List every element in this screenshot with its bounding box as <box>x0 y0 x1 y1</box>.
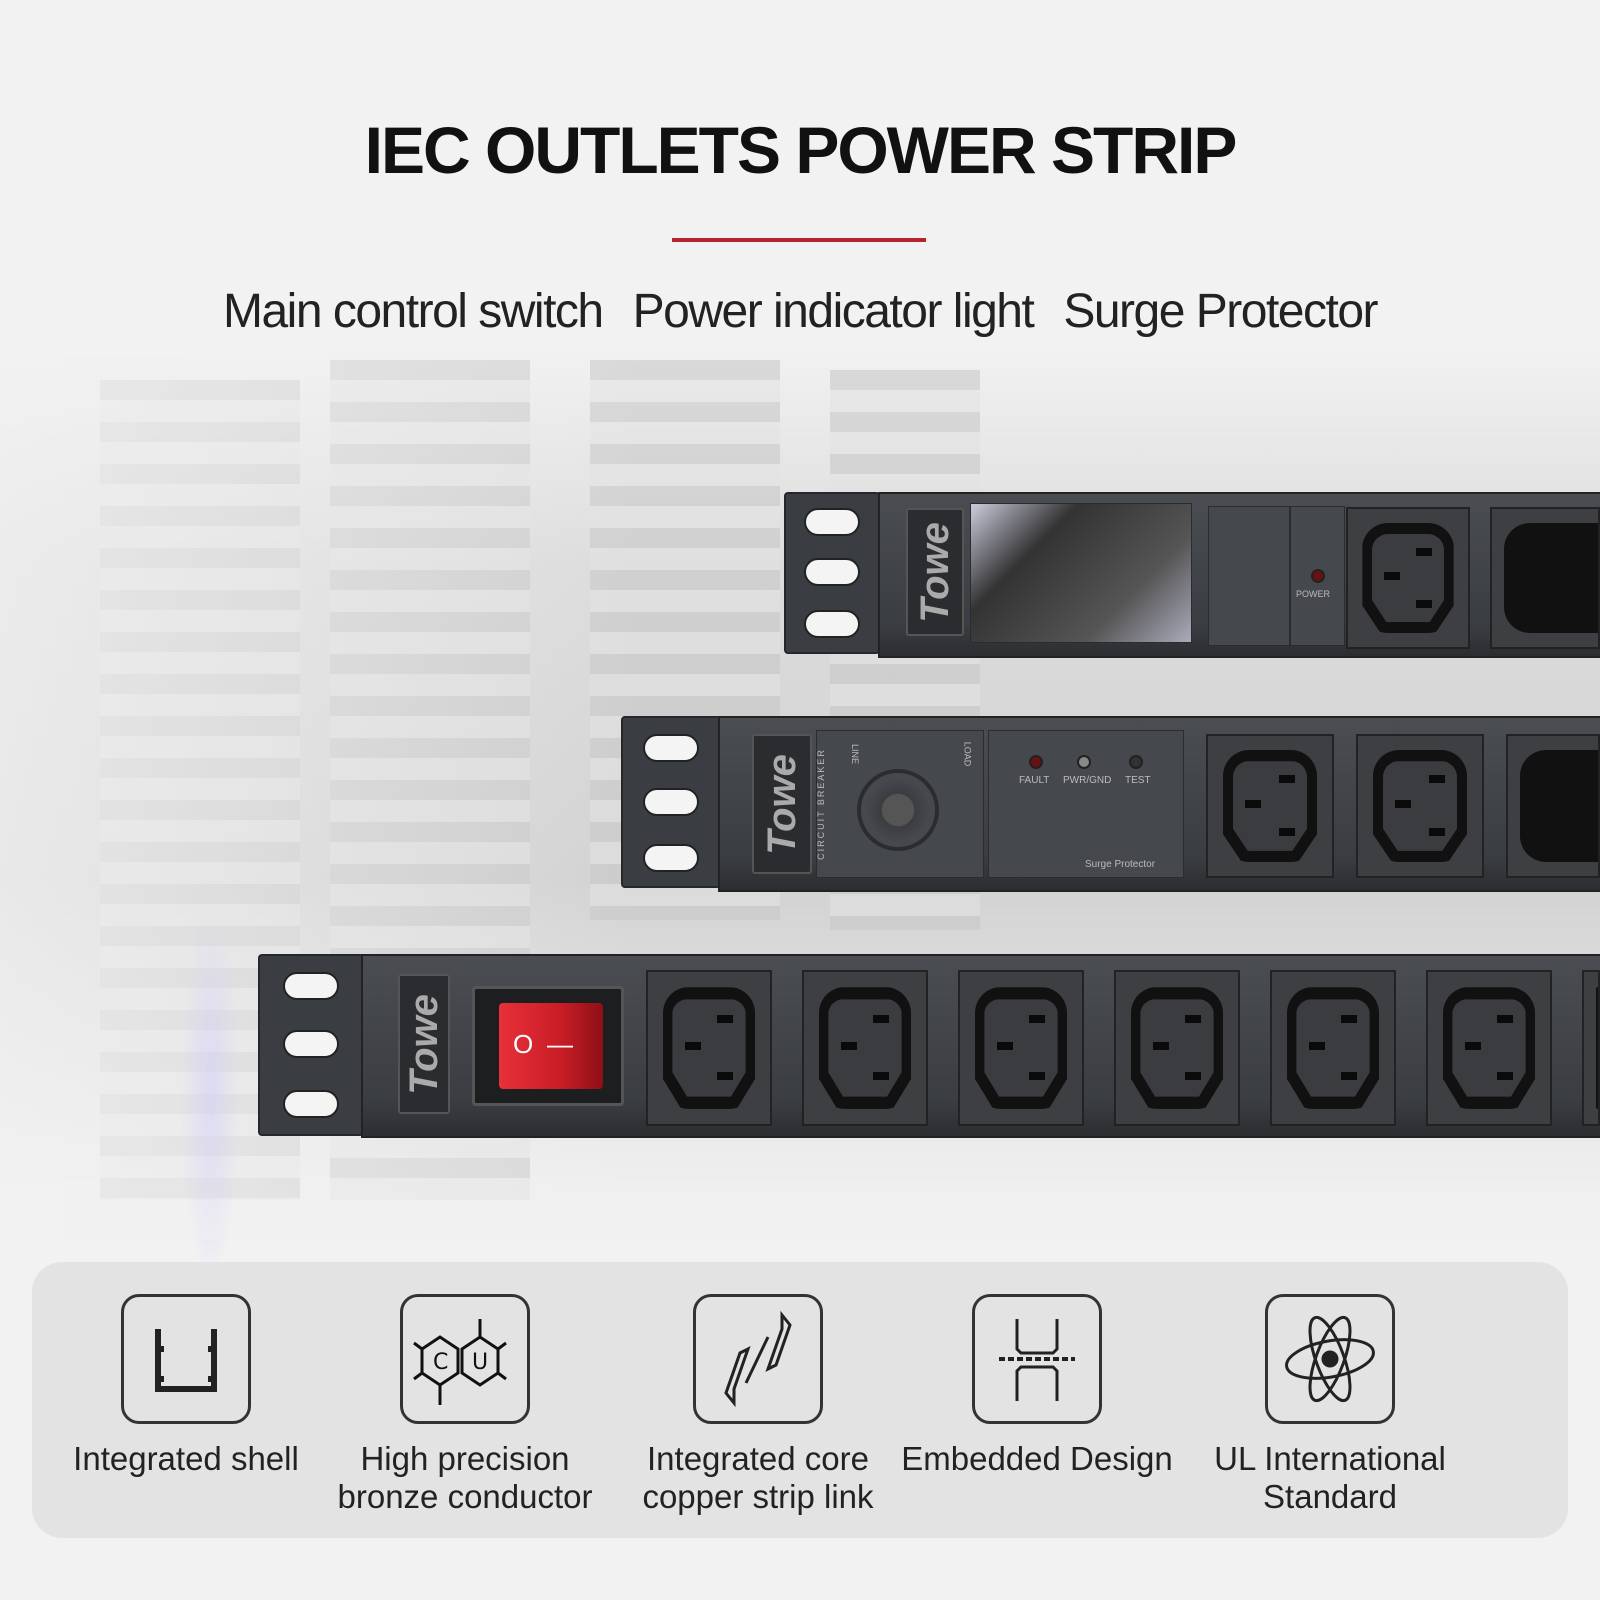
page-title: IEC OUTLETS POWER STRIP <box>364 113 1238 187</box>
test-led <box>1129 755 1143 769</box>
iec-c13-outlet[interactable] <box>1114 970 1240 1126</box>
reset-button[interactable] <box>857 769 939 851</box>
embedded-icon <box>972 1294 1102 1424</box>
iec-c13-outlet[interactable] <box>1346 507 1470 649</box>
switch-on-mark: — <box>547 1029 573 1059</box>
mounting-bracket <box>258 954 364 1136</box>
surge-protector-panel: FAULT PWR/GND TEST Surge Protector <box>988 730 1184 878</box>
pwr-gnd-led <box>1077 755 1091 769</box>
brand-logo: Towe <box>752 734 812 874</box>
iec-c13-outlet[interactable] <box>1582 970 1600 1126</box>
iec-c13-outlet[interactable] <box>1270 970 1396 1126</box>
subtitle-indicator: Power indicator light <box>632 285 1035 338</box>
feature-label: Embedded Design <box>901 1440 1173 1477</box>
subtitle-surge: Surge Protector <box>1063 285 1378 338</box>
feature-item: Embedded Design <box>897 1294 1177 1478</box>
switch-off-mark: O <box>513 1029 534 1059</box>
iec-c13-outlet[interactable] <box>958 970 1084 1126</box>
brand-logo: Towe <box>398 974 450 1114</box>
iec-c13-outlet[interactable] <box>1356 734 1484 878</box>
iec-c13-outlet[interactable] <box>802 970 928 1126</box>
feature-item: Integrated shell <box>46 1294 326 1478</box>
mounting-bracket <box>621 716 721 888</box>
feature-item: UL International Standard <box>1190 1294 1470 1516</box>
mounting-bracket <box>784 492 880 654</box>
svg-text:U: U <box>472 1350 488 1375</box>
iec-c13-outlet[interactable] <box>1490 507 1600 649</box>
brand-logo: Towe <box>906 508 964 636</box>
fault-led <box>1029 755 1043 769</box>
link-icon <box>693 1294 823 1424</box>
atom-icon <box>1265 1294 1395 1424</box>
main-control-switch[interactable]: O — <box>472 986 624 1106</box>
iec-c13-outlet[interactable] <box>1206 734 1334 878</box>
circuit-breaker[interactable]: CIRCUIT BREAKER LINE LOAD <box>816 730 984 878</box>
shell-profile-icon <box>121 1294 251 1424</box>
iec-c13-outlet[interactable] <box>646 970 772 1126</box>
title-divider <box>672 238 926 242</box>
feature-label: Integrated core copper strip link <box>642 1440 874 1515</box>
power-indicator-panel: POWER <box>1290 506 1345 646</box>
subtitle-row: Main control switch Power indicator ligh… <box>0 284 1600 339</box>
feature-label: High precision bronze conductor <box>337 1440 593 1515</box>
iec-c13-outlet[interactable] <box>1426 970 1552 1126</box>
terminal-cover <box>970 503 1192 643</box>
iec-c13-outlet[interactable] <box>1506 734 1600 878</box>
feature-label: Integrated shell <box>73 1440 299 1477</box>
feature-label: UL International Standard <box>1214 1440 1446 1515</box>
svg-text:C: C <box>433 1350 448 1375</box>
feature-item: Integrated core copper strip link <box>618 1294 898 1516</box>
subtitle-switch: Main control switch <box>222 285 604 338</box>
